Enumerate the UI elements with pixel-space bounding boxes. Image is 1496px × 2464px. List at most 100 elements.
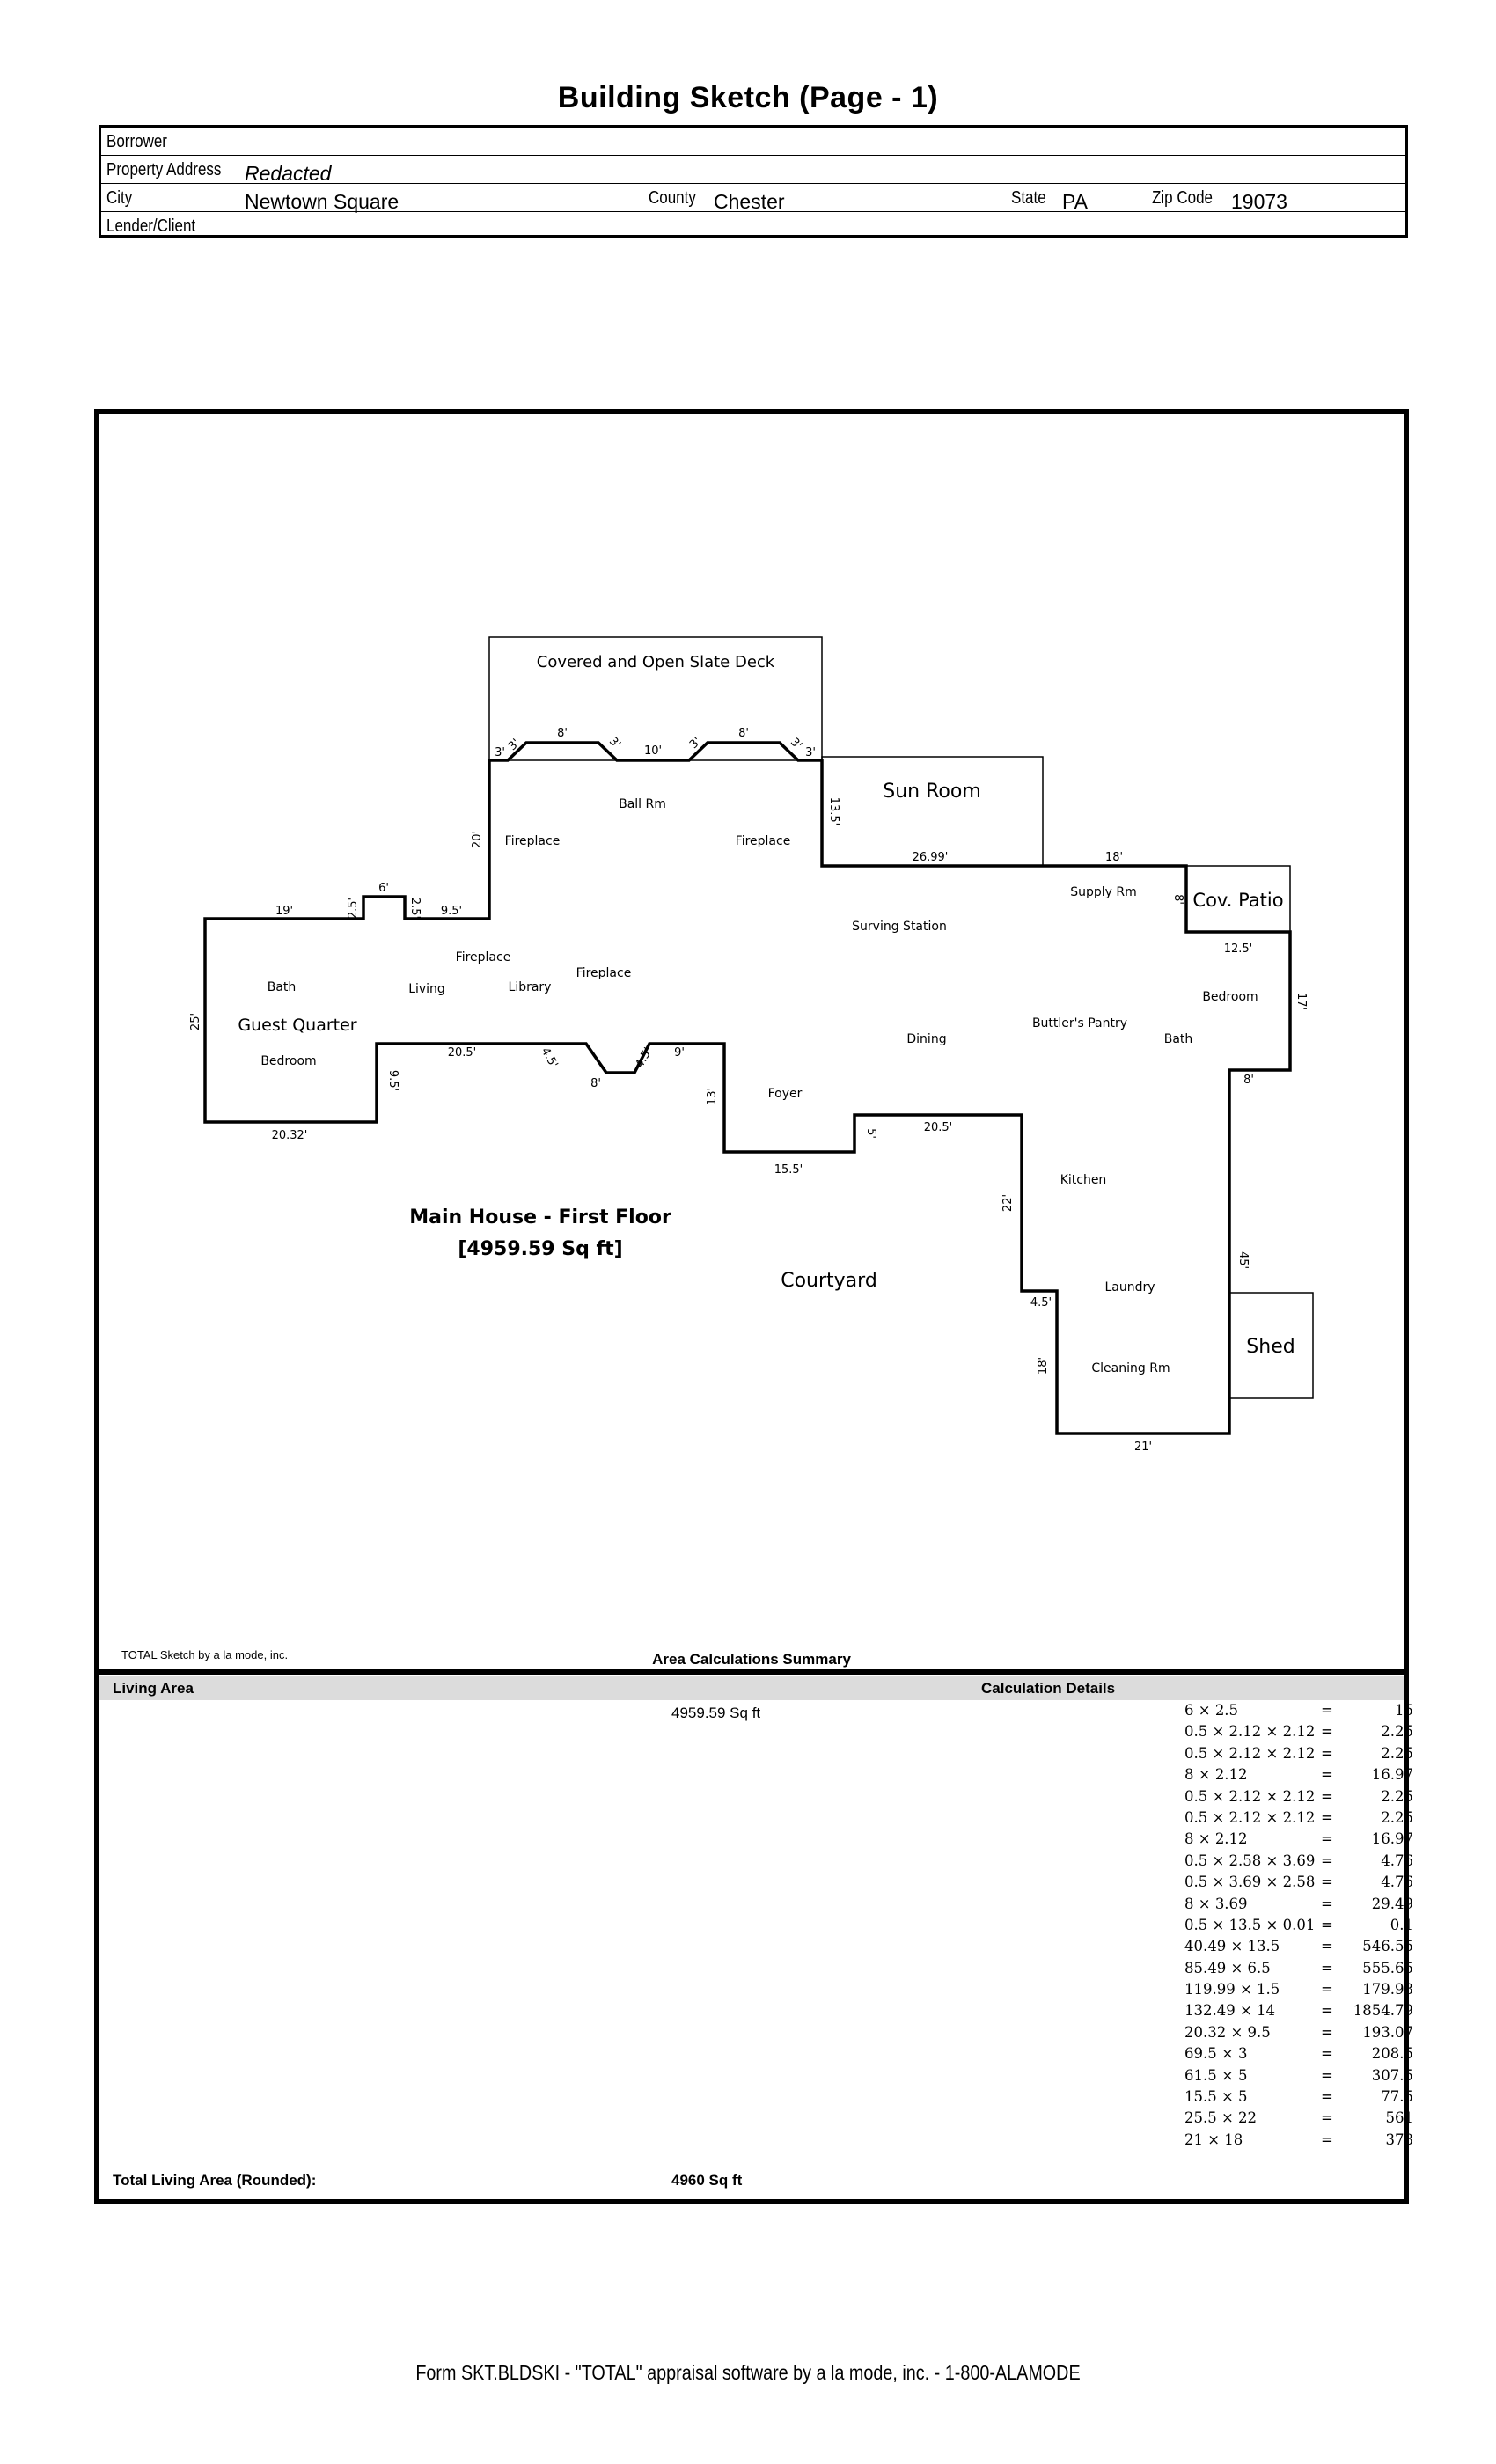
- calc-row: 15.5 × 5=77.5: [1184, 2088, 1413, 2109]
- label-courtyard: Courtyard: [781, 1270, 877, 1292]
- calc-row: 69.5 × 3=208.5: [1184, 2045, 1413, 2066]
- state-label: State: [1011, 188, 1046, 208]
- room-dining: Dining: [906, 1032, 946, 1046]
- calc-row: 0.5 × 2.12 × 2.12=2.25: [1184, 1809, 1413, 1830]
- living-area-value: 4959.59 Sq ft: [671, 1705, 761, 1721]
- calc-result: 378: [1385, 2130, 1414, 2148]
- calc-expression: 8 × 2.12: [1184, 1830, 1248, 1848]
- label-cov-patio: Cov. Patio: [1192, 890, 1283, 911]
- dim-3-f: 3': [805, 746, 816, 759]
- calc-result: 16.97: [1371, 1830, 1413, 1848]
- city-row: City Newtown Square County Chester State…: [101, 184, 1405, 213]
- dim-8-c: 8': [1171, 894, 1184, 905]
- calc-expression: 85.49 × 6.5: [1184, 1959, 1271, 1976]
- dim-8-a: 8': [557, 727, 568, 740]
- calc-expression: 40.49 × 13.5: [1184, 1938, 1280, 1955]
- room-bedroom-1: Bedroom: [260, 1054, 316, 1068]
- dim-13: 13': [706, 1088, 719, 1105]
- label-sun-room: Sun Room: [883, 781, 981, 803]
- dim-20-5-b: 20.5': [924, 1121, 953, 1134]
- dim-3-c: 3': [606, 735, 623, 752]
- label-guest-quarter: Guest Quarter: [238, 1016, 356, 1035]
- calc-row: 0.5 × 2.12 × 2.12=2.25: [1184, 1745, 1413, 1766]
- room-butlers-pantry: Buttler's Pantry: [1032, 1016, 1127, 1030]
- floor-plan: Covered and Open Slate Deck Sun Room Cov…: [189, 636, 1314, 1454]
- room-bath-2: Bath: [1164, 1032, 1193, 1046]
- lender-row: Lender/Client: [101, 212, 1405, 240]
- zip-value: 19073: [1231, 190, 1287, 213]
- calc-row: 85.49 × 6.5=555.65: [1184, 1960, 1413, 1981]
- dim-4-5-c: 4.5': [1030, 1296, 1052, 1309]
- dim-45: 45': [1236, 1251, 1250, 1269]
- calc-equals: =: [1321, 1981, 1333, 1998]
- calc-row: 40.49 × 13.5=546.55: [1184, 1938, 1413, 1959]
- dim-8-b: 8': [738, 727, 749, 740]
- calc-equals: =: [1321, 1723, 1333, 1741]
- calc-result: 2.25: [1381, 1723, 1413, 1741]
- calc-equals: =: [1321, 1959, 1333, 1976]
- calc-equals: =: [1321, 1702, 1333, 1719]
- dim-25: 25': [189, 1013, 202, 1030]
- calc-expression: 0.5 × 2.12 × 2.12: [1184, 1808, 1316, 1826]
- calc-result: 15: [1395, 1702, 1413, 1719]
- section-divider: [99, 1669, 1404, 1675]
- dim-18-a: 18': [1105, 851, 1123, 864]
- calc-equals: =: [1321, 2023, 1333, 2041]
- dim-4-5-a: 4.5': [538, 1045, 560, 1071]
- dim-21: 21': [1134, 1441, 1152, 1454]
- calc-row: 0.5 × 3.69 × 2.58=4.76: [1184, 1874, 1413, 1895]
- calc-result: 179.98: [1362, 1981, 1413, 1998]
- calc-expression: 25.5 × 22: [1184, 2109, 1258, 2127]
- calc-result: 77.5: [1381, 2088, 1413, 2106]
- calc-equals: =: [1321, 1808, 1333, 1826]
- city-value: Newtown Square: [245, 190, 400, 213]
- label-main-area: [4959.59 Sq ft]: [458, 1238, 622, 1260]
- room-living: Living: [408, 982, 445, 996]
- calc-details-header: Calculation Details: [981, 1680, 1116, 1697]
- dim-10: 10': [644, 744, 662, 758]
- dim-20-5-a: 20.5': [448, 1046, 477, 1060]
- room-fireplace-2: Fireplace: [736, 834, 791, 848]
- summary-header-bar: Living Area Calculation Details: [99, 1676, 1404, 1700]
- calc-equals: =: [1321, 1852, 1333, 1869]
- calc-row: 8 × 2.12=16.97: [1184, 1766, 1413, 1787]
- dim-15-5: 15.5': [774, 1163, 803, 1177]
- calc-row: 8 × 3.69=29.49: [1184, 1896, 1413, 1917]
- calc-equals: =: [1321, 1744, 1333, 1762]
- room-fireplace-3: Fireplace: [456, 950, 511, 964]
- dim-9: 9': [674, 1046, 685, 1060]
- calc-equals: =: [1321, 2130, 1333, 2148]
- calc-equals: =: [1321, 1766, 1333, 1784]
- room-bath-1: Bath: [268, 980, 297, 994]
- calc-result: 546.55: [1362, 1938, 1413, 1955]
- calc-result: 2.25: [1381, 1744, 1413, 1762]
- calc-result: 1854.79: [1353, 2002, 1413, 2020]
- calc-result: 29.49: [1371, 1895, 1413, 1912]
- calc-row: 25.5 × 22=561: [1184, 2109, 1413, 2130]
- dim-8-d: 8': [590, 1077, 601, 1090]
- calc-row: 8 × 2.12 = 16.97: [1184, 1830, 1413, 1852]
- dim-3-a: 3': [495, 746, 505, 759]
- county-value: Chester: [714, 190, 785, 213]
- sketch-credit: TOTAL Sketch by a la mode, inc.: [121, 1648, 289, 1661]
- dim-2-5-b: 2.5': [408, 898, 422, 919]
- room-ball-rm: Ball Rm: [619, 797, 666, 811]
- calc-result: 16.97: [1371, 1766, 1413, 1784]
- lender-label: Lender/Client: [106, 216, 196, 236]
- area-summary-title: Area Calculations Summary: [652, 1651, 851, 1668]
- room-bedroom-2: Bedroom: [1202, 990, 1258, 1004]
- calc-equals: =: [1321, 1830, 1333, 1848]
- calc-result: 2.25: [1381, 1787, 1413, 1805]
- total-living-area-label: Total Living Area (Rounded):: [113, 2172, 317, 2189]
- page-title: Building Sketch (Page - 1): [557, 81, 939, 114]
- dim-26-99: 26.99': [913, 851, 949, 864]
- dim-4-5-b: 4.5': [633, 1045, 655, 1071]
- calc-result: 561: [1385, 2109, 1414, 2127]
- living-area-header: Living Area: [113, 1680, 194, 1697]
- room-kitchen: Kitchen: [1060, 1173, 1107, 1187]
- calc-expression: 132.49 × 14: [1184, 2002, 1276, 2020]
- room-supply-rm: Supply Rm: [1070, 885, 1137, 899]
- label-main-house: Main House - First Floor: [409, 1206, 671, 1228]
- total-living-area-value: 4960 Sq ft: [671, 2172, 743, 2189]
- calc-expression: 61.5 × 5: [1184, 2066, 1248, 2084]
